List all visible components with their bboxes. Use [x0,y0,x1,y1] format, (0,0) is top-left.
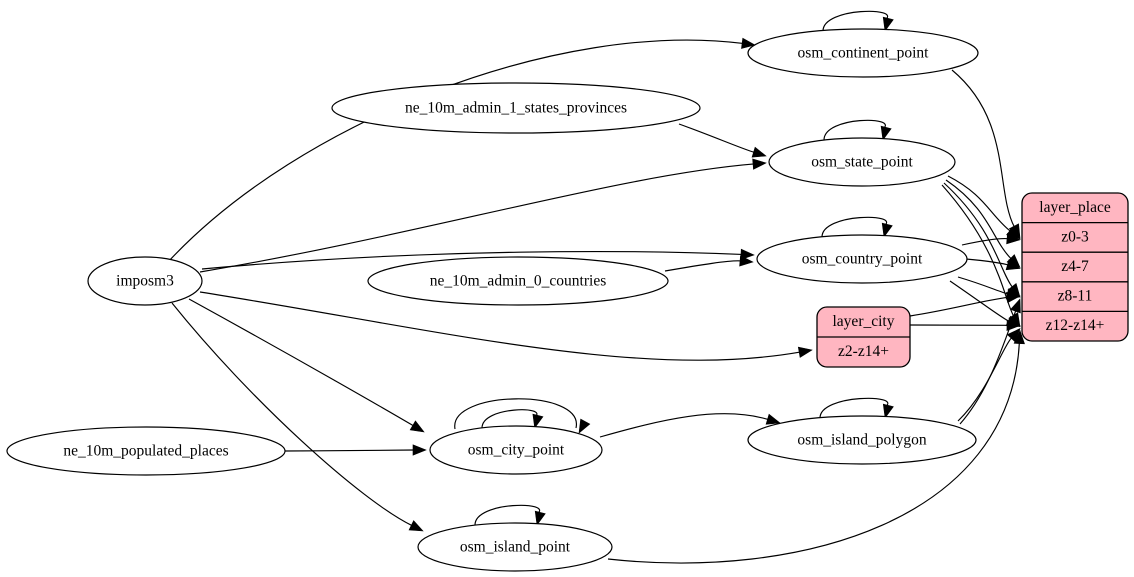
edge-imposm3-to-osm-continent-point [167,39,744,263]
node-shape-ne-countries[interactable] [367,256,669,306]
edge-osm-island-polygon-to-layer-place-z12-z14plus [957,337,1013,422]
edge-osm-country-point-to-layer-place-z8-11 [957,276,1009,295]
edge-layer-city-to-layer-place-z8-11 [909,296,1009,317]
edge-imposm3-to-osm-country-point [201,250,743,270]
record-body-layer-place[interactable] [1021,192,1129,342]
arrowhead-icon [1006,232,1021,245]
node-layer-place[interactable]: layer_place z0-3 z4-7 z8-11 z12-z14+ [1021,192,1129,342]
node-shape-osm-continent-point[interactable] [747,28,979,78]
arrowhead-icon [409,420,425,433]
node-osm-city-point[interactable]: osm_city_point [429,425,603,475]
arrowhead-icon [740,248,755,261]
node-ne-10m-admin-0-countries[interactable]: ne_10m_admin_0_countries [367,256,669,306]
arrowhead-icon [880,125,892,141]
node-shape-osm-city-point[interactable] [429,425,603,475]
self-loop-osm-continent-point [822,10,889,32]
node-osm-continent-point[interactable]: osm_continent_point [747,28,979,78]
self-loop-osm-island-polygon [819,397,889,419]
arrowhead-icon [408,520,424,532]
node-shape-ne-states[interactable] [331,82,701,134]
edge-osm-state-point-to-layer-place-z8-11 [943,182,1014,288]
self-loop-outer-osm-city-point [454,398,577,430]
arrowhead-icon [1005,259,1021,271]
edge-imposm3-to-osm-city-point [188,298,414,427]
edge-osm-continent-point-to-layer-place-z0-3 [951,69,1015,228]
edge-osm-country-point-to-layer-place-z12-z14plus [949,280,1010,322]
node-osm-island-point[interactable]: osm_island_point [417,522,613,572]
arrowhead-icon [532,413,544,429]
node-osm-island-polygon[interactable]: osm_island_polygon [747,415,977,465]
self-loop-osm-state-point [823,119,886,141]
edge-imposm3-to-osm-state-point [199,163,755,273]
edge-imposm3-to-osm-island-point [171,302,413,527]
node-shape-imposm3[interactable] [87,256,203,306]
edge-osm-city-point-to-osm-island-polygon [599,413,769,438]
edge-osm-country-point-to-layer-place-z4-7 [965,258,1009,266]
arrowhead-icon [1010,298,1021,314]
node-imposm3[interactable]: imposm3 [87,256,203,306]
arrowhead-icon [797,346,813,358]
arrowhead-icon [741,37,756,49]
arrowhead-icon [1006,291,1021,304]
edge-osm-state-point-to-layer-place-z4-7 [945,179,1012,260]
edge-ne-countries-to-osm-country-point [664,260,742,272]
arrowhead-icon [882,403,894,419]
edge-osm-country-point-to-layer-place-z0-3 [961,238,1009,246]
node-layer-city[interactable]: layer_city z2-z14+ [816,306,911,368]
self-loop-osm-country-point [821,216,888,238]
arrowhead-icon [1013,329,1025,345]
node-shape-osm-island-polygon[interactable] [747,415,977,465]
node-shape-osm-country-point[interactable] [756,234,968,284]
node-osm-country-point[interactable]: osm_country_point [756,234,968,284]
edge-osm-island-point-to-layer-place-z12-z14plus [607,342,1020,564]
arrowhead-icon [881,222,893,238]
edge-imposm3-to-layer-city [199,291,801,361]
arrowhead-icon [765,413,781,425]
edge-ne-populated-to-osm-city-point [284,449,415,452]
node-shape-osm-island-point[interactable] [417,522,613,572]
edge-ne-states-to-osm-state-point [678,123,755,154]
edges-layer [167,10,1025,564]
arrowhead-icon [752,158,767,170]
arrowhead-icon [578,418,591,434]
node-osm-state-point[interactable]: osm_state_point [768,137,956,187]
edge-osm-island-polygon-to-layer-place-z8-11 [959,310,1017,425]
arrowhead-icon [1006,328,1021,343]
arrowhead-icon [412,444,427,456]
self-loop-osm-island-point [474,504,541,526]
node-ne-10m-populated-places[interactable]: ne_10m_populated_places [6,426,286,476]
node-shape-ne-populated[interactable] [6,426,286,476]
arrowhead-icon [751,146,767,158]
self-loop-osm-city-point [481,409,538,429]
node-shape-osm-state-point[interactable] [768,137,956,187]
edge-osm-state-point-to-layer-place-z0-3 [947,175,1011,232]
arrowhead-icon [739,255,754,267]
arrowhead-icon [534,510,546,526]
arrowhead-icon [882,16,894,32]
node-ne-10m-admin-1-states-provinces[interactable]: ne_10m_admin_1_states_provinces [331,82,701,134]
